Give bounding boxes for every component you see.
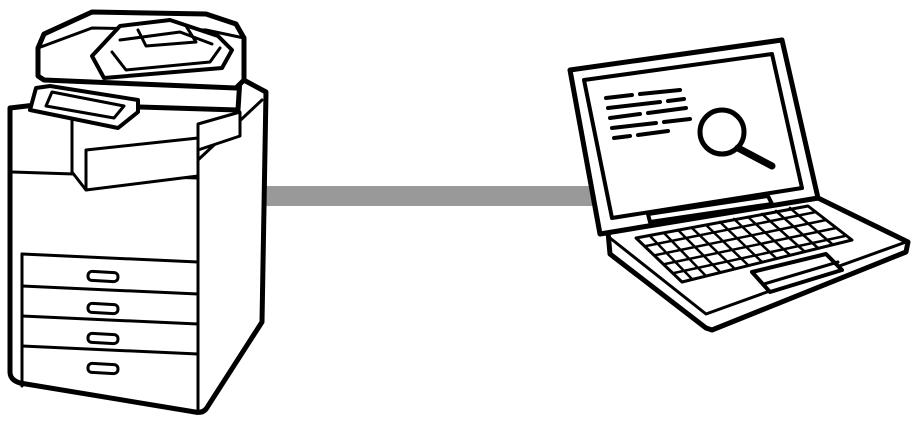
drawer-handle-3 xyxy=(88,333,118,344)
drawer-handle-2 xyxy=(88,303,118,314)
laptop-search-icon xyxy=(570,40,908,330)
multifunction-printer-icon xyxy=(10,12,266,412)
connection-line xyxy=(262,186,602,206)
drawer-handle-4 xyxy=(88,363,118,374)
drawer-handle-1 xyxy=(88,271,118,282)
